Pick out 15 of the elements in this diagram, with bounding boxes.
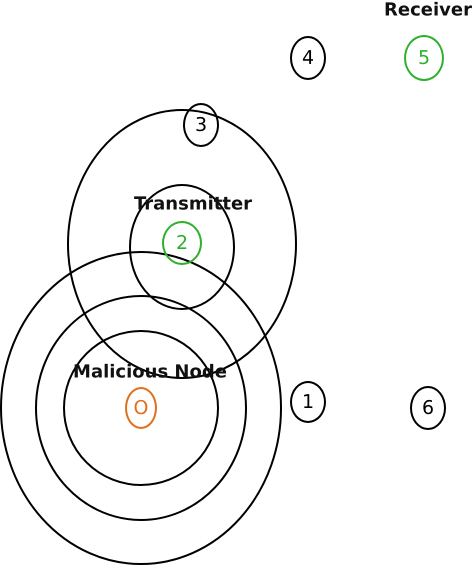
node-number: 1 bbox=[302, 392, 314, 412]
node-circle bbox=[290, 381, 326, 423]
node-circle bbox=[125, 387, 157, 429]
node-circle bbox=[290, 36, 326, 80]
node-label: Receiver bbox=[384, 0, 472, 20]
node-number: 6 bbox=[422, 398, 434, 418]
node-circle bbox=[410, 386, 446, 430]
node-number: O bbox=[134, 398, 148, 418]
node-number: 5 bbox=[418, 48, 430, 68]
node-number: 2 bbox=[176, 234, 188, 252]
node-number: 3 bbox=[194, 116, 208, 134]
node-number: 4 bbox=[302, 48, 314, 68]
node-circle bbox=[183, 103, 219, 147]
node-circle bbox=[404, 35, 444, 81]
node-circle bbox=[162, 221, 202, 265]
